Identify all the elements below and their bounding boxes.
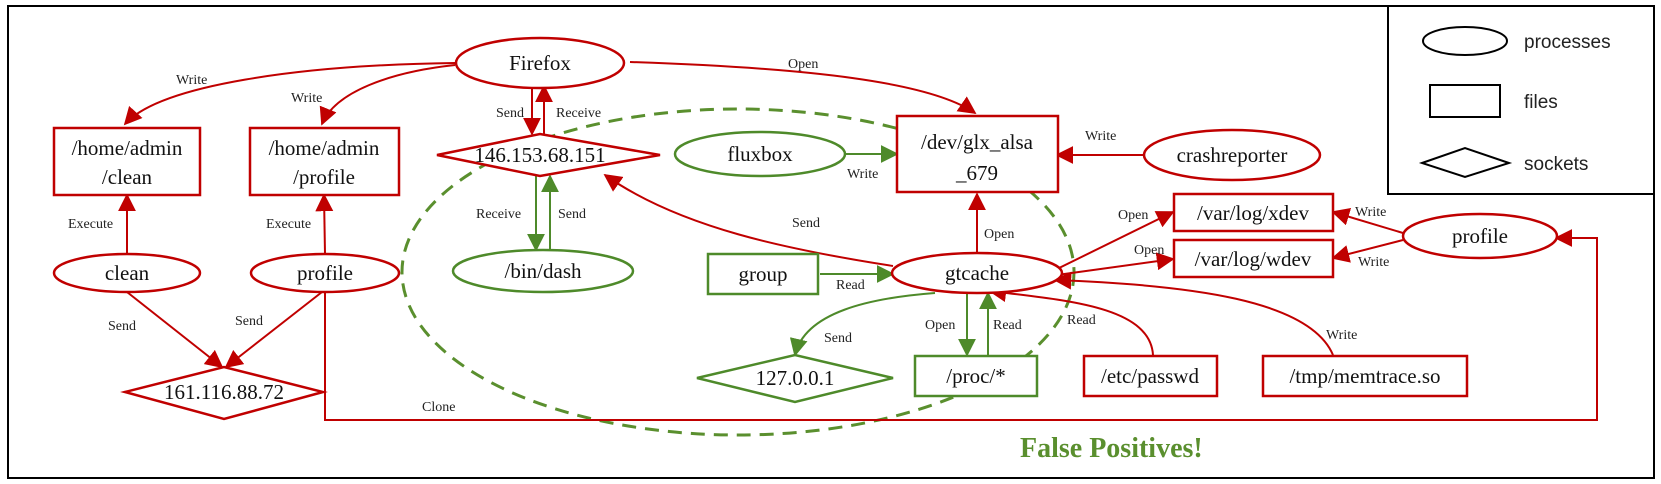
legend-socket-shape: [1418, 146, 1513, 179]
edge-gtcache-send-ip: [603, 173, 894, 267]
edge-label-read-proc: Read: [993, 318, 1022, 333]
edge-label-send-local: Send: [824, 331, 852, 346]
edge-label-receive-ip-dash: Receive: [476, 207, 521, 222]
edge-label-send-gtcache-ip: Send: [792, 216, 820, 231]
legend-files-label: files: [1524, 92, 1558, 113]
process-node-crashreporter: [1142, 128, 1322, 182]
profile-right-label: profile: [1452, 224, 1508, 248]
edge-passwd-read-gtcache: [988, 284, 1154, 356]
profile-left-label: profile: [297, 261, 353, 285]
edge-label-open-proc: Open: [925, 318, 955, 333]
edge-label-send-dash-ip: Send: [558, 207, 586, 222]
edge-label-receive-ip-ff: Receive: [556, 106, 601, 121]
home-profile-label-line2: /profile: [293, 165, 355, 189]
process-node-firefox: [454, 36, 626, 90]
process-node-profile-left: [249, 252, 401, 294]
gtcache-label: gtcache: [945, 261, 1009, 285]
crashreporter-label: crashreporter: [1177, 143, 1288, 167]
file-node-var-xdev: [1172, 192, 1335, 233]
edge-label-send-ff-ip: Send: [496, 106, 524, 121]
bin-dash-label: /bin/dash: [505, 259, 582, 283]
edge-firefox-open-glx: [629, 61, 977, 115]
edge-label-write-xdev: Write: [1355, 205, 1386, 220]
process-node-bin-dash: [451, 248, 635, 294]
edge-gtcache-send-local: [789, 292, 936, 357]
dev-glx-label-line1: /dev/glx_alsa: [921, 130, 1034, 154]
socket-127-label: 127.0.0.1: [756, 366, 835, 390]
edge-profile-send-ip: [224, 291, 323, 369]
file-node-group: [706, 252, 820, 296]
edge-label-clone: Clone: [422, 400, 455, 415]
socket-161-label: 161.116.88.72: [164, 380, 284, 404]
home-clean-label-line2: /clean: [102, 165, 153, 189]
file-node-home-profile: [248, 126, 401, 197]
edge-label-send-clean: Send: [108, 319, 136, 334]
edge-label-open-gtcache-glx: Open: [984, 227, 1014, 242]
process-node-clean: [52, 252, 202, 294]
edge-profile-execute: [315, 193, 334, 255]
process-node-fluxbox: [673, 130, 847, 178]
edge-label-write-clean: Write: [176, 73, 207, 88]
socket-146-label: 146.153.68.151: [474, 143, 605, 167]
edge-memtrace-write-gtcache: [1053, 271, 1334, 356]
legend-file-shape: [1429, 84, 1501, 118]
edge-clean-send-ip: [126, 291, 224, 369]
edge-label-write-fluxbox: Write: [847, 167, 878, 182]
edge-profile-write-xdev: [1331, 208, 1404, 234]
group-label: group: [739, 262, 788, 286]
legend-process-shape: [1422, 26, 1508, 56]
edge-label-send-profile: Send: [235, 314, 263, 329]
edge-label-write-crash: Write: [1085, 129, 1116, 144]
process-node-profile-right: [1401, 212, 1559, 260]
legend-sockets-label: sockets: [1524, 154, 1588, 175]
edge-profile-clone: [324, 229, 1598, 421]
edge-firefox-write-clean: [123, 62, 456, 126]
file-node-var-wdev: [1172, 238, 1335, 279]
tmp-memtrace-label: /tmp/memtrace.so: [1289, 364, 1440, 388]
edge-label-read-group: Read: [836, 278, 865, 293]
edge-label-open-glx: Open: [788, 57, 818, 72]
socket-node-127: [696, 353, 894, 404]
fluxbox-label: fluxbox: [727, 142, 793, 166]
file-node-dev-glx: [895, 114, 1060, 194]
edge-label-open-wdev: Open: [1134, 243, 1164, 258]
edge-label-write-memtrace: Write: [1326, 328, 1357, 343]
home-clean-label-line1: /home/admin: [72, 136, 183, 160]
file-node-proc: [913, 354, 1039, 398]
edge-label-read-passwd: Read: [1067, 313, 1096, 328]
socket-node-146: [436, 132, 661, 178]
firefox-label: Firefox: [509, 51, 571, 75]
process-node-gtcache: [890, 251, 1064, 295]
edge-label-execute-clean: Execute: [68, 217, 113, 232]
file-node-etc-passwd: [1082, 354, 1219, 398]
proc-label: /proc/*: [946, 364, 1005, 388]
false-positives-annotation: False Positives!: [1020, 433, 1203, 464]
socket-node-161: [120, 365, 328, 421]
edge-label-write-wdev: Write: [1358, 255, 1389, 270]
edge-firefox-write-profile: [319, 64, 456, 126]
var-xdev-label: /var/log/xdev: [1197, 201, 1309, 225]
figure-frame: [7, 5, 1655, 479]
legend: processes files sockets: [1387, 5, 1655, 195]
home-profile-label-line1: /home/admin: [269, 136, 380, 160]
edge-profile-write-wdev: [1331, 239, 1404, 263]
etc-passwd-label: /etc/passwd: [1101, 364, 1199, 388]
edge-gtcache-open-xdev: [1054, 211, 1175, 271]
dev-glx-label-line2: _679: [955, 161, 998, 185]
legend-processes-label: processes: [1524, 32, 1611, 53]
var-wdev-label: /var/log/wdev: [1195, 247, 1312, 271]
clean-label: clean: [105, 261, 150, 285]
edge-gtcache-open-wdev: [1056, 252, 1175, 276]
edge-label-write-profile: Write: [291, 91, 322, 106]
edge-label-execute-profile: Execute: [266, 217, 311, 232]
file-node-home-clean: [52, 126, 202, 197]
file-node-tmp-memtrace: [1261, 354, 1469, 398]
edge-label-open-xdev: Open: [1118, 208, 1148, 223]
